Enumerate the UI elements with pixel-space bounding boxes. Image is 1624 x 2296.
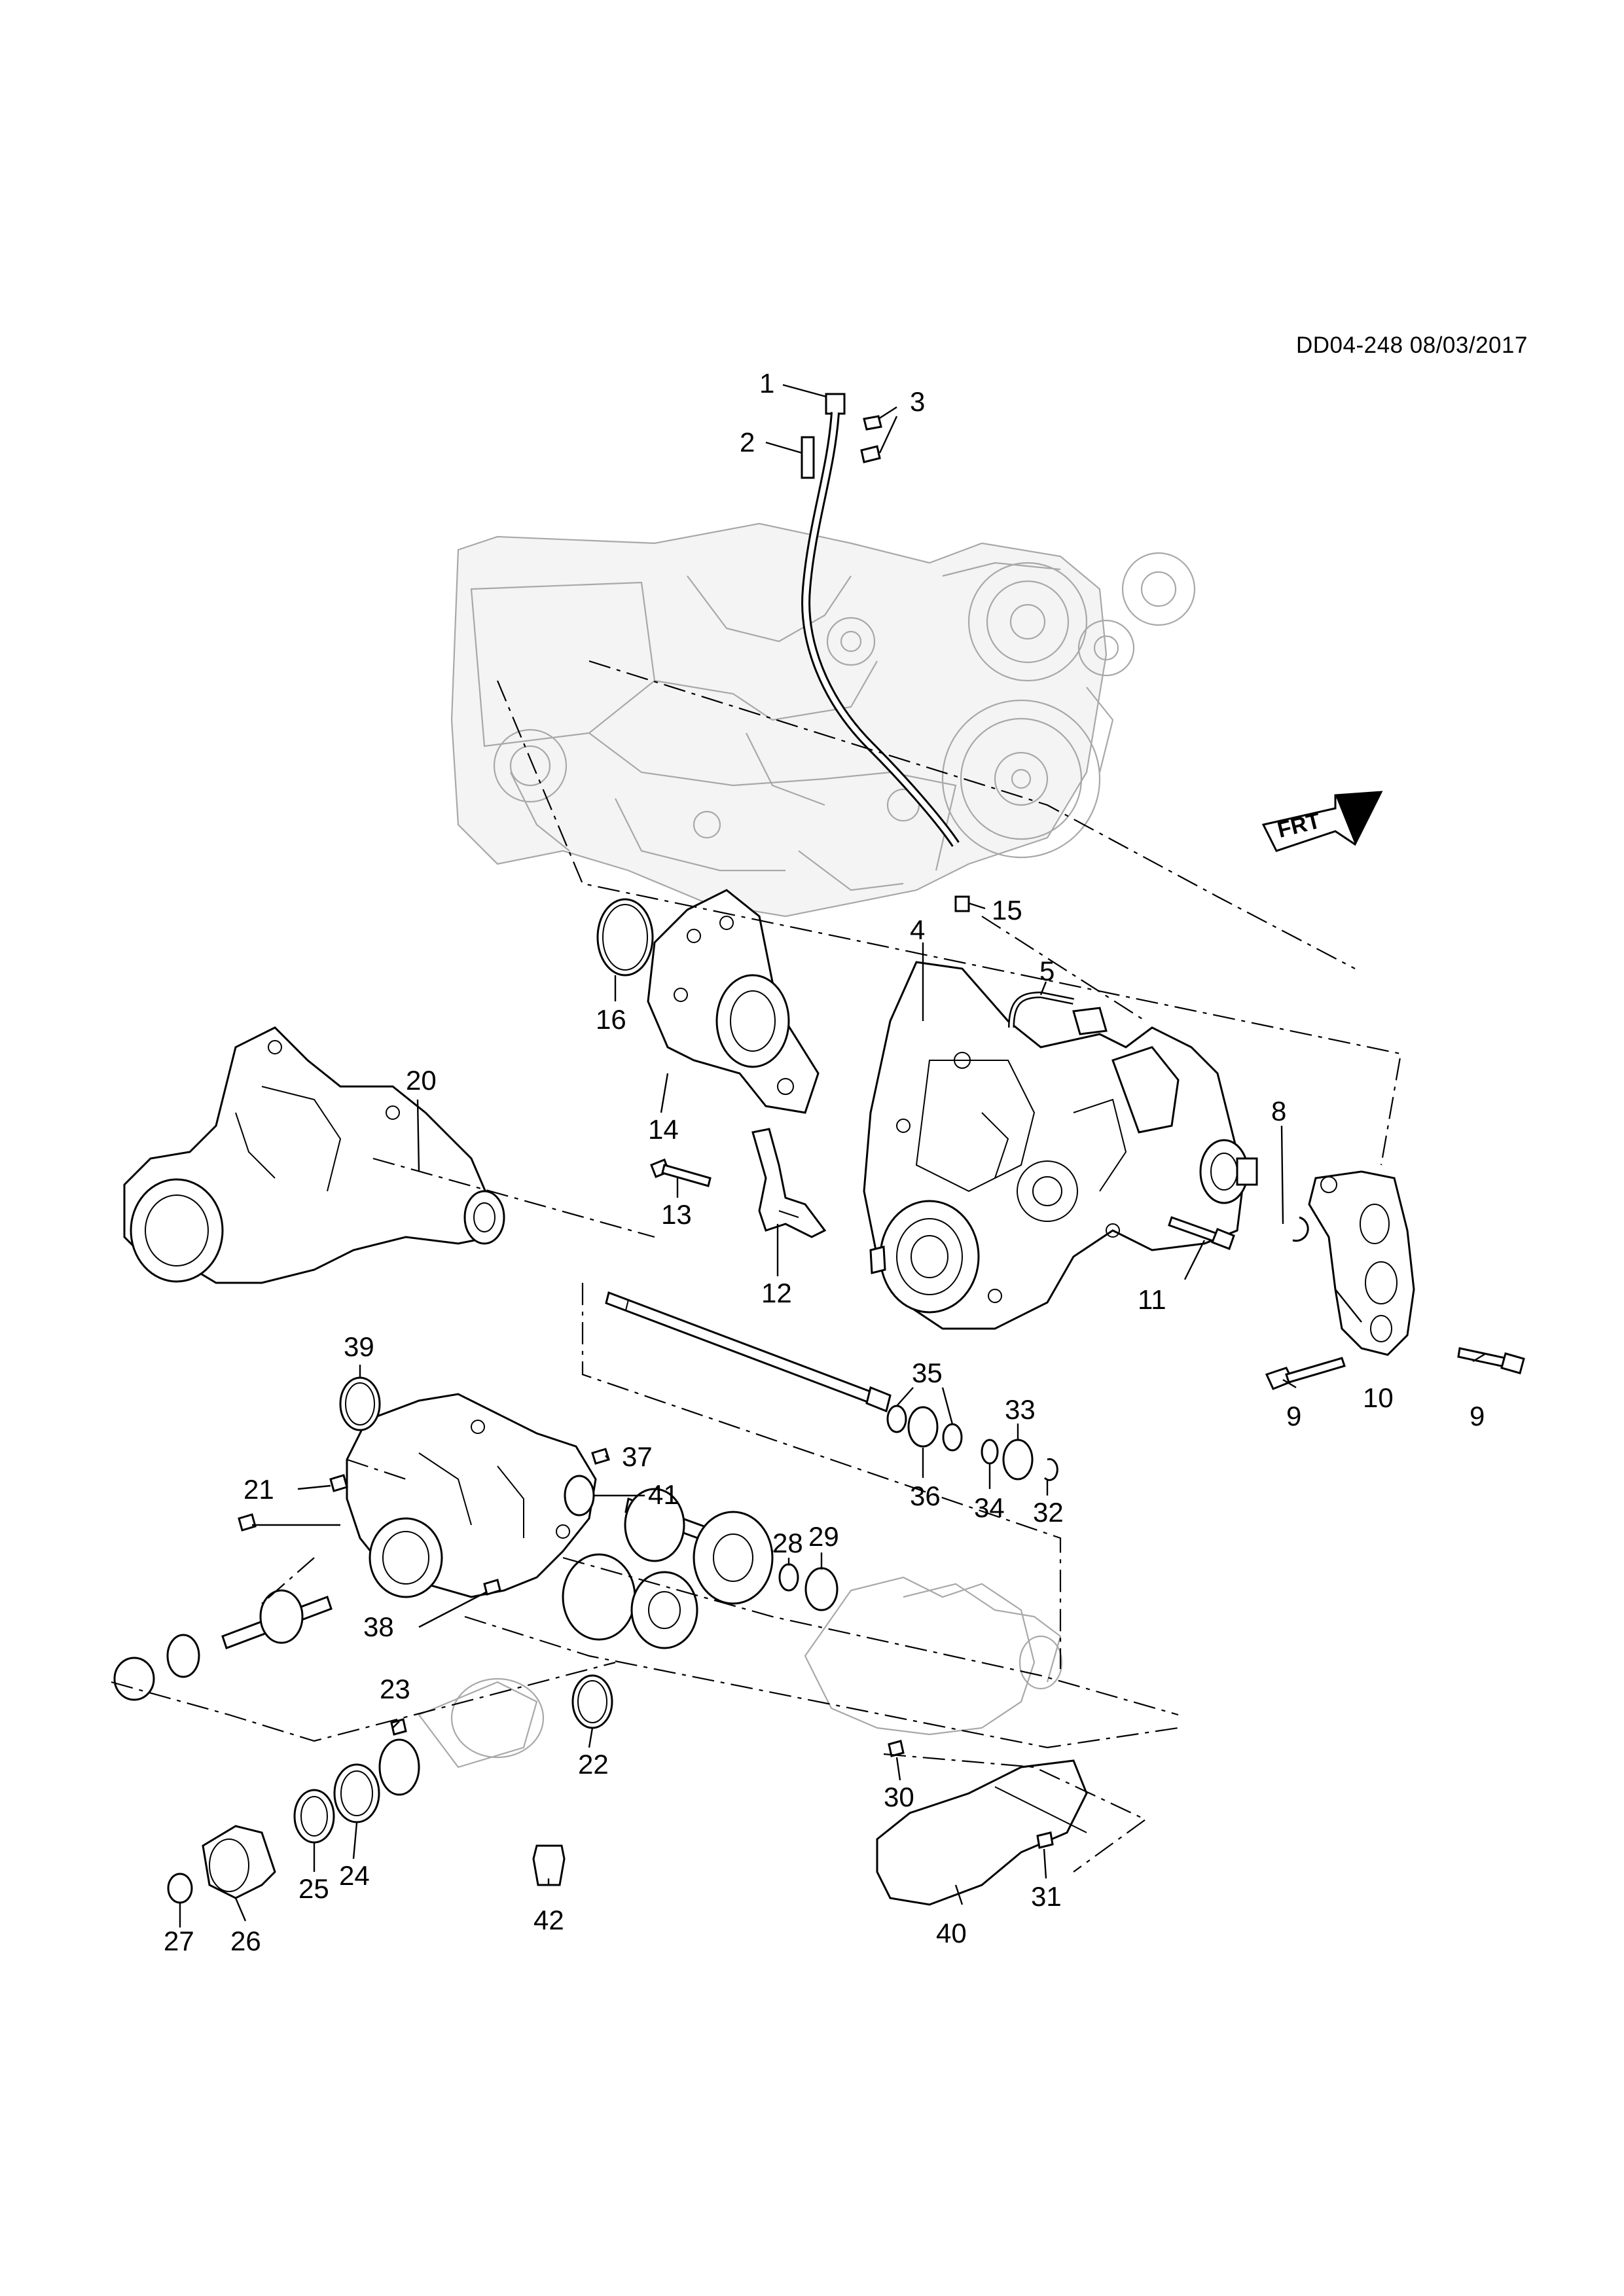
assembly-alignment-lines [111, 660, 1402, 1873]
seal-part-41 [564, 1475, 595, 1516]
bolt-part-9-left [1265, 1357, 1346, 1390]
callout-30: 30 [884, 1782, 914, 1812]
callout-13: 13 [661, 1199, 692, 1230]
callout-42: 42 [533, 1905, 564, 1935]
callout-16: 16 [596, 1004, 626, 1035]
callout-37: 37 [622, 1441, 653, 1472]
input-shaft-part [113, 1589, 333, 1701]
bolt-part-13 [650, 1158, 712, 1187]
callout-24: 24 [339, 1860, 370, 1891]
intermediate-shaft-gears-part [562, 1488, 774, 1649]
transfer-case-assembly-part [863, 961, 1258, 1330]
callout-29: 29 [808, 1521, 839, 1552]
callout-36: 36 [910, 1480, 941, 1511]
front-direction-arrow-icon: FRT [1261, 791, 1383, 852]
bolt-part-31 [1036, 1831, 1054, 1849]
callout-28: 28 [772, 1528, 803, 1558]
gear-housing-part [346, 1393, 597, 1598]
rear-housing-cover-part [804, 1576, 1063, 1736]
bolt-part-9-right [1457, 1347, 1525, 1374]
dowel-pin-part-38 [483, 1579, 501, 1596]
output-flange-components-part [293, 1674, 613, 1844]
adapter-plate-part [647, 889, 820, 1114]
engine-block-illustration [450, 522, 1196, 918]
callout-35: 35 [912, 1357, 943, 1388]
callout-23: 23 [380, 1674, 410, 1704]
callout-labels: 1 2 3 4 5 8 9 9 10 11 12 13 14 15 16 20 … [164, 368, 1485, 1956]
callout-25: 25 [298, 1873, 329, 1904]
callout-26: 26 [230, 1926, 261, 1956]
callout-40: 40 [936, 1918, 967, 1948]
bolt-part-11 [1168, 1216, 1235, 1250]
callout-3: 3 [910, 386, 925, 417]
callout-39: 39 [344, 1331, 374, 1362]
callout-1: 1 [759, 368, 774, 399]
callout-20: 20 [406, 1065, 437, 1096]
callout-31: 31 [1031, 1881, 1062, 1912]
mounting-bracket-part [1308, 1170, 1415, 1356]
callout-32: 32 [1033, 1497, 1064, 1528]
callout-12: 12 [761, 1278, 792, 1308]
callout-21: 21 [244, 1474, 274, 1505]
callout-11: 11 [1138, 1284, 1166, 1315]
shift-fork-part-12 [751, 1128, 827, 1238]
callout-15: 15 [992, 895, 1022, 925]
bearing-part-36 [907, 1406, 939, 1448]
callout-34: 34 [974, 1492, 1005, 1523]
callout-4: 4 [910, 914, 925, 945]
callout-9-right: 9 [1470, 1401, 1485, 1431]
callout-22: 22 [578, 1749, 609, 1780]
dipstick-tube-part [801, 393, 960, 847]
drain-plug-part-42 [532, 1844, 566, 1886]
snap-ring-part-32 [1043, 1458, 1058, 1481]
output-flange-part-26 [202, 1825, 276, 1899]
callout-9-left: 9 [1286, 1401, 1301, 1431]
callout-8: 8 [1271, 1096, 1286, 1126]
washer-part-34 [981, 1439, 999, 1465]
clip-part-15 [954, 895, 970, 912]
callout-27: 27 [164, 1926, 194, 1956]
callout-41: 41 [648, 1479, 679, 1510]
bolt-part-30 [888, 1740, 905, 1757]
bolt-part-21 [238, 1474, 348, 1532]
bolt-part-23 [390, 1718, 407, 1736]
callout-5: 5 [1039, 956, 1055, 986]
callout-leader-lines [179, 384, 1487, 1928]
bearing-part-29 [804, 1567, 839, 1611]
nut-part-27 [167, 1873, 193, 1904]
heat-shield-part-40 [876, 1759, 1088, 1906]
snap-ring-part-8 [1292, 1216, 1309, 1242]
callout-10: 10 [1363, 1382, 1394, 1413]
callout-38: 38 [363, 1611, 394, 1642]
seal-rings-part-35 [886, 1405, 963, 1452]
document-reference: DD04-248 08/03/2017 [1296, 332, 1528, 358]
front-output-shaft-part [605, 1291, 892, 1413]
o-ring-seal-part-16 [596, 898, 654, 977]
wiring-harness-connector-part [1008, 991, 1108, 1035]
bearing-part-33 [1002, 1439, 1034, 1480]
callout-14: 14 [648, 1114, 679, 1145]
callout-2: 2 [740, 427, 755, 457]
transfer-case-housing-assembly-part [123, 1026, 505, 1284]
snap-ring-part-28 [778, 1563, 799, 1592]
callout-33: 33 [1005, 1394, 1036, 1425]
